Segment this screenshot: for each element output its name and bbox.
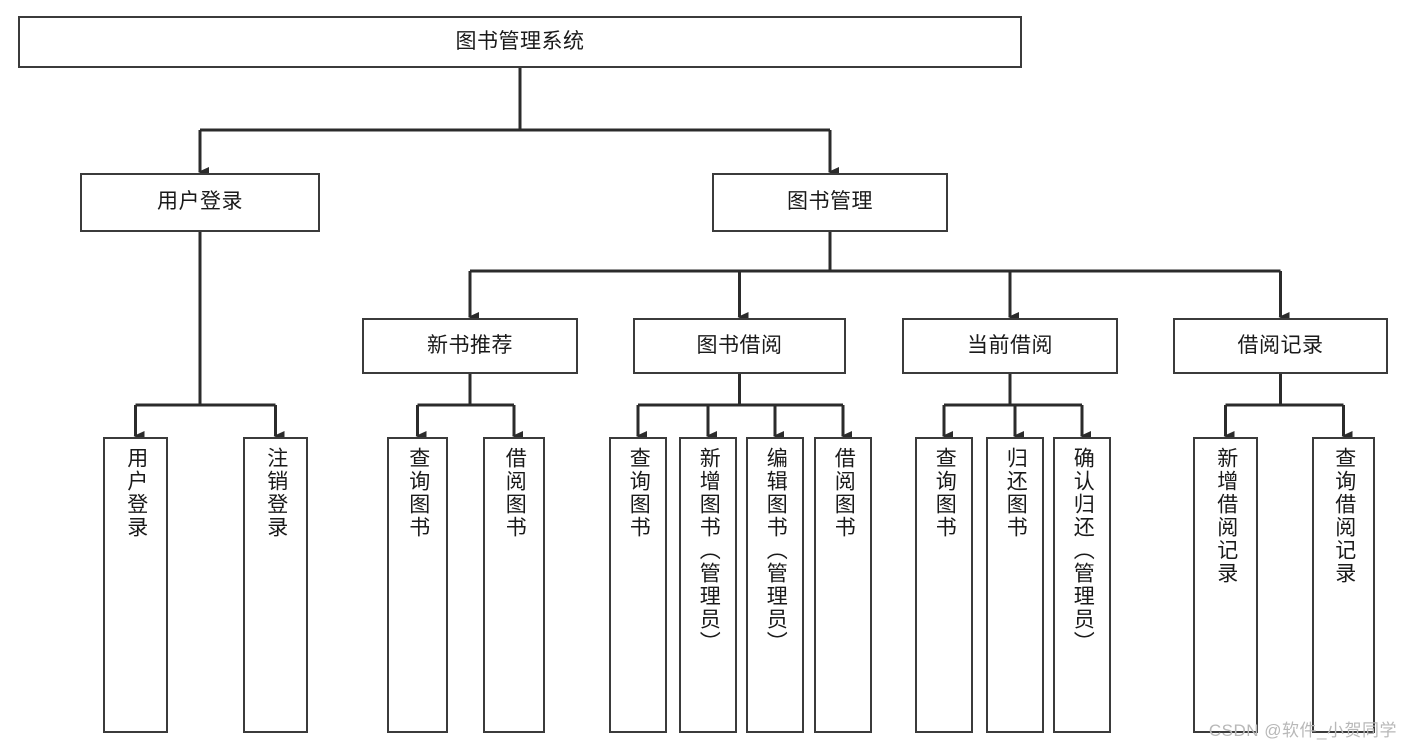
- node-leaf-bb-query[interactable]: 查询图书: [609, 437, 667, 733]
- node-leaf-cb-return[interactable]: 归还图书: [986, 437, 1044, 733]
- node-label-root: 图书管理系统: [455, 29, 585, 53]
- node-leaf-user-logout[interactable]: 注销登录: [243, 437, 308, 733]
- node-leaf-cb-query[interactable]: 查询图书: [915, 437, 973, 733]
- node-label-user-login: 用户登录: [157, 190, 243, 214]
- node-book-borrow[interactable]: 图书借阅: [633, 318, 846, 374]
- node-borrow-record[interactable]: 借阅记录: [1173, 318, 1388, 374]
- node-label-borrow-record: 借阅记录: [1237, 333, 1324, 357]
- node-label-leaf-bb-add: 新增图书（管理员）: [697, 447, 721, 654]
- node-label-leaf-bb-borrow: 借阅图书: [832, 447, 856, 539]
- node-label-leaf-br-add: 新增借阅记录: [1214, 447, 1238, 585]
- node-current-borrow[interactable]: 当前借阅: [902, 318, 1118, 374]
- node-label-leaf-user-logout: 注销登录: [264, 447, 288, 539]
- node-label-book-manage: 图书管理: [787, 190, 873, 214]
- node-label-leaf-bb-query: 查询图书: [627, 447, 651, 539]
- node-leaf-rec-borrow[interactable]: 借阅图书: [483, 437, 545, 733]
- node-book-manage[interactable]: 图书管理: [712, 173, 948, 232]
- watermark: CSDN @软件_小贺同学: [1208, 721, 1397, 740]
- node-leaf-bb-edit[interactable]: 编辑图书（管理员）: [746, 437, 804, 733]
- node-label-leaf-cb-confirm: 确认归还（管理员）: [1071, 447, 1095, 654]
- node-leaf-br-query[interactable]: 查询借阅记录: [1312, 437, 1375, 733]
- node-label-leaf-rec-query: 查询图书: [406, 447, 430, 539]
- node-label-book-borrow: 图书借阅: [696, 333, 783, 357]
- node-label-leaf-bb-edit: 编辑图书（管理员）: [764, 447, 788, 654]
- node-leaf-bb-borrow[interactable]: 借阅图书: [814, 437, 872, 733]
- node-leaf-user-login[interactable]: 用户登录: [103, 437, 168, 733]
- node-label-current-borrow: 当前借阅: [967, 333, 1053, 357]
- node-user-login[interactable]: 用户登录: [80, 173, 320, 232]
- node-leaf-cb-confirm[interactable]: 确认归还（管理员）: [1053, 437, 1111, 733]
- node-new-book-rec[interactable]: 新书推荐: [362, 318, 578, 374]
- node-label-leaf-user-login: 用户登录: [124, 447, 148, 539]
- node-label-leaf-cb-return: 归还图书: [1004, 447, 1028, 539]
- node-label-leaf-cb-query: 查询图书: [933, 447, 957, 539]
- node-label-leaf-rec-borrow: 借阅图书: [503, 447, 527, 539]
- node-leaf-bb-add[interactable]: 新增图书（管理员）: [679, 437, 737, 733]
- node-leaf-br-add[interactable]: 新增借阅记录: [1193, 437, 1258, 733]
- node-label-leaf-br-query: 查询借阅记录: [1332, 447, 1356, 585]
- node-label-new-book-rec: 新书推荐: [427, 333, 513, 357]
- node-root[interactable]: 图书管理系统: [18, 16, 1022, 68]
- connector-lines: [133, 68, 1353, 441]
- node-leaf-rec-query[interactable]: 查询图书: [387, 437, 448, 733]
